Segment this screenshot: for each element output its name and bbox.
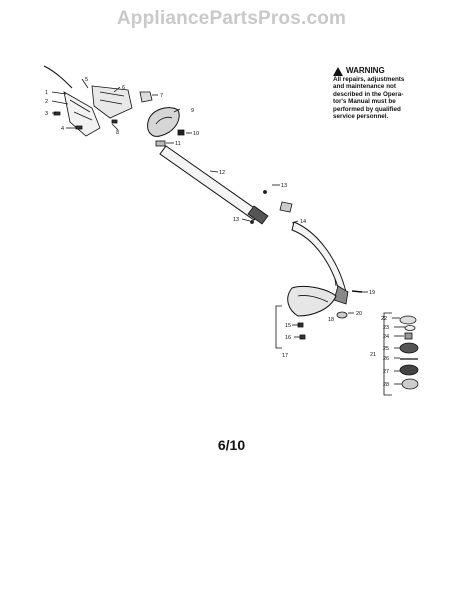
handle-housing [63,91,101,137]
upper-shaft [159,145,261,221]
part-label: 24 [383,334,389,340]
part-label: 8 [116,130,119,136]
warning-box: WARNING All repairs, adjustments and mai… [333,66,445,120]
part-group-bracket [383,312,392,396]
part-label: 17 [282,353,288,359]
part-label: 1 [45,90,48,96]
part-label: 11 [175,141,181,147]
head-cover [399,315,417,325]
head-washer [404,325,416,331]
screw [75,125,83,130]
part-label: 28 [383,382,389,388]
part-label: 21 [370,352,376,358]
part-label: 27 [383,369,389,375]
part-label: 22 [381,316,387,322]
part-label: 19 [369,290,375,296]
line-spool [399,342,419,354]
part-label: 10 [193,131,199,137]
debris-shield [287,285,337,317]
screw [53,111,61,116]
part-label: 2 [45,99,48,105]
warning-line: described in the Opera- [333,90,404,98]
warning-title: WARNING [333,66,445,76]
screw [111,119,118,124]
throttle-cable [43,65,73,89]
gear-head [333,285,349,305]
part-label: 6 [122,85,125,91]
watermark: AppliancePartsPros.com [116,8,347,29]
coupler-pin [250,220,254,224]
part-label: 4 [61,126,64,132]
warning-title-text: WARNING [346,66,385,75]
lower-shaft [291,221,347,295]
head-spring [404,332,413,340]
part-label: 7 [160,93,163,99]
coupler-pin [263,190,267,194]
warning-line: performed by qualified [333,105,401,113]
part-label: 3 [45,111,48,117]
part-label: 5 [85,77,88,83]
part-label: 12 [219,170,225,176]
part-label: 15 [285,323,291,329]
part-label: 14 [300,219,306,225]
part-label: 13 [281,183,287,189]
handle-bracket [147,107,180,137]
clamp-nut [139,91,153,103]
part-label: 23 [383,325,389,331]
page-number: 6/10 [217,437,246,453]
head-screw [351,290,363,293]
spool-housing [399,364,419,376]
part-label: 9 [191,108,194,114]
warning-line: service personnel. [333,113,389,121]
part-label: 16 [285,335,291,341]
warning-line: tor's Manual must be [333,98,396,106]
shaft-ring [155,140,166,147]
warning-line: All repairs, adjustments [333,76,405,83]
guard-nut [336,311,348,319]
part-label: 13 [233,217,239,223]
warning-triangle-icon [333,66,343,76]
part-group-bracket [275,305,282,349]
warning-line: and maintenance not [333,83,396,91]
coupler-knob [279,201,293,213]
part-label: 18 [328,317,334,323]
bump-knob [401,378,419,390]
part-label: 20 [356,311,362,317]
part-label: 26 [383,356,389,362]
knob-screw [177,129,185,136]
shaft-coupler [247,205,269,225]
guard-screw [299,334,306,340]
part-label: 25 [383,346,389,352]
